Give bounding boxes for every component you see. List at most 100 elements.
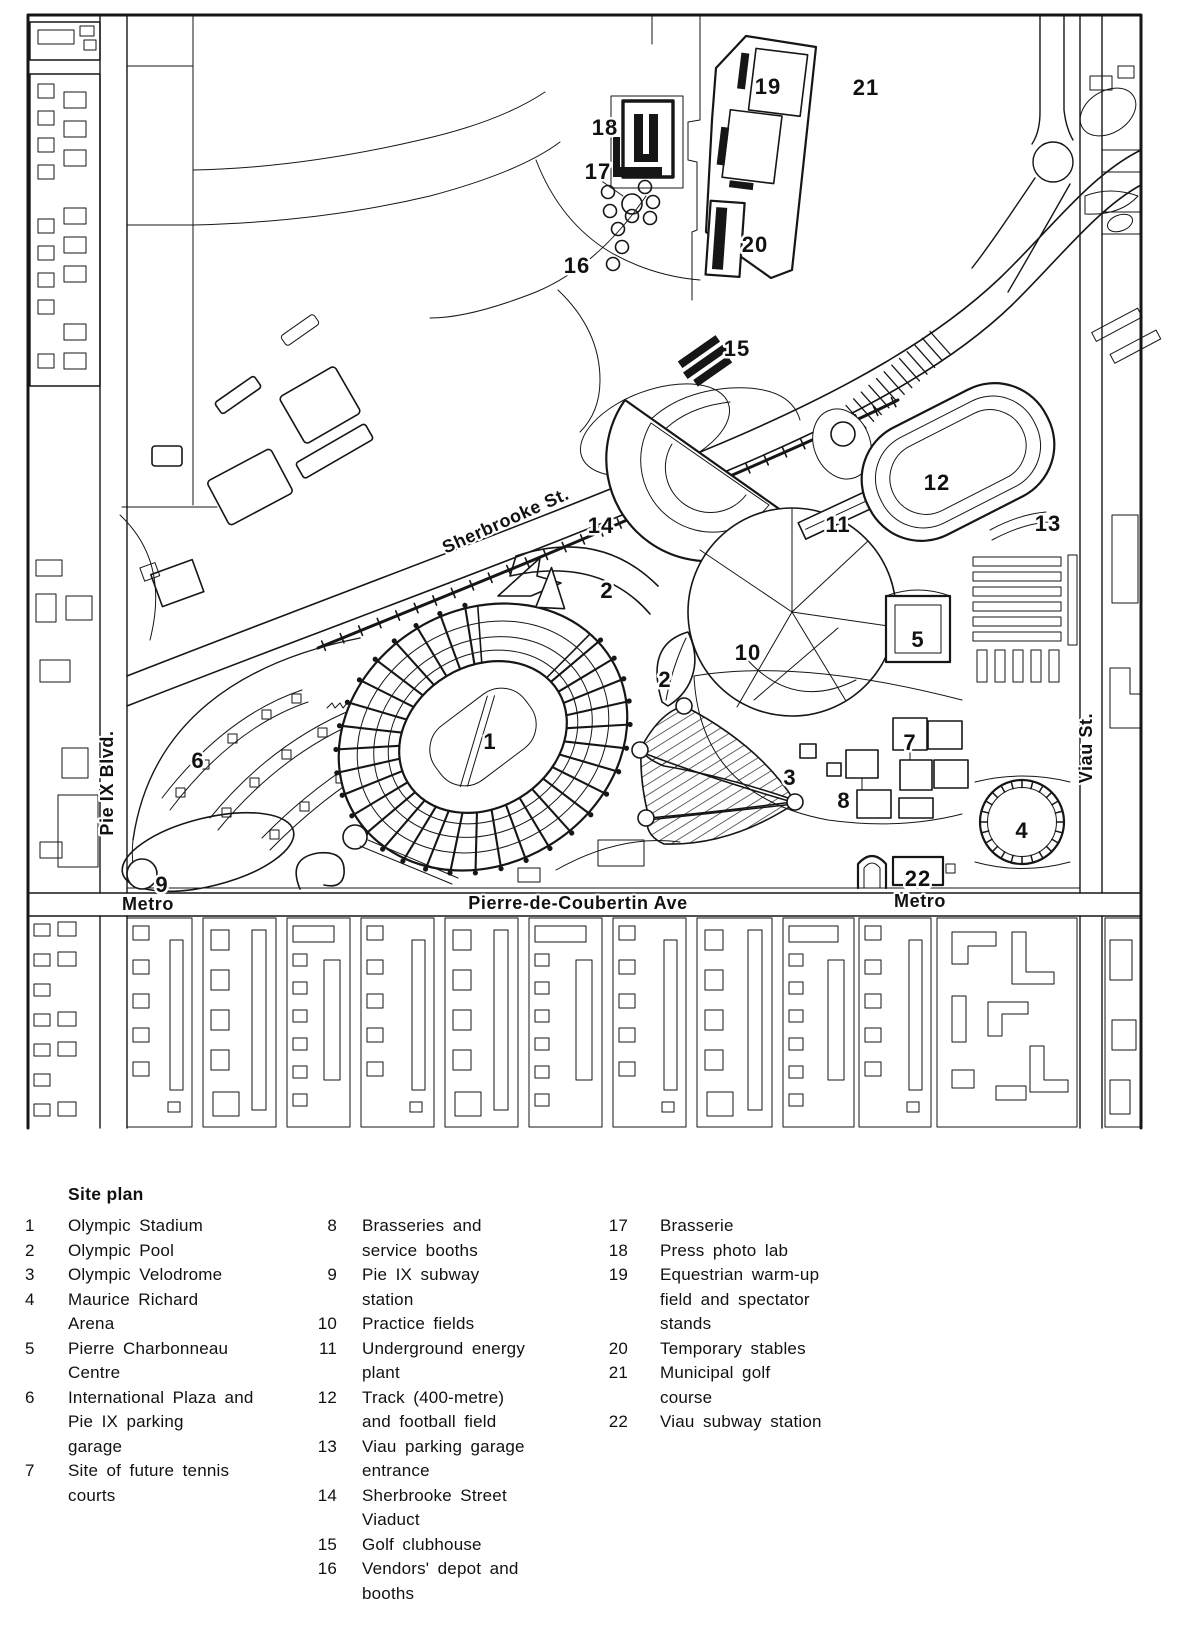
map-marker-9: 9 — [155, 872, 168, 897]
parking-area — [972, 511, 1078, 683]
legend-item-text: Brasseries and service booths — [362, 1216, 482, 1260]
legend-item-15: 15 Golf clubhouse — [295, 1533, 525, 1558]
legend-item-text: Press photo lab — [660, 1240, 789, 1260]
map-marker-16: 16 — [564, 253, 590, 278]
map-marker-14: 14 — [588, 513, 614, 538]
maurice-richard-arena — [978, 778, 1066, 866]
legend-item-text: Viau parking garage entrance — [362, 1436, 525, 1481]
street-label-metro-west: Metro — [122, 894, 174, 914]
legend-item-11: 11 Underground energy plant — [295, 1337, 525, 1386]
map-marker-12: 12 — [924, 470, 950, 495]
legend-item-text: Golf clubhouse — [362, 1534, 482, 1554]
left-city-blocks — [29, 21, 101, 1117]
legend-item-number: 9 — [327, 1265, 337, 1284]
legend-item-text: Pie IX subway station — [362, 1265, 480, 1309]
legend-item-4: 4 Maurice Richard Arena — [25, 1288, 254, 1337]
legend-item-text: Equestrian warm-up field and spectator s… — [660, 1265, 820, 1333]
legend-item-text: Underground energy plant — [362, 1338, 526, 1383]
legend-item-number: 4 — [25, 1289, 35, 1309]
legend-item-number: 3 — [25, 1265, 35, 1284]
legend-item-text: Sherbrooke Street Viaduct — [362, 1485, 507, 1530]
map-marker-2: 2 — [658, 667, 671, 692]
map-marker-11: 11 — [825, 512, 850, 537]
legend-item-text: Brasserie — [660, 1216, 734, 1235]
legend-item-number: 5 — [25, 1338, 35, 1358]
practice-fields — [687, 507, 897, 717]
legend-title: Site plan — [68, 1184, 144, 1204]
legend-item-text: Track (400-metre) and football field — [362, 1387, 505, 1432]
brasserie-17-circles — [592, 174, 661, 272]
legend-item-number: 22 — [608, 1412, 628, 1431]
stadium-mast — [534, 566, 566, 610]
legend-item-number: 20 — [608, 1338, 628, 1358]
map-marker-19: 19 — [755, 74, 781, 99]
street-label-viau-st: Viau St. — [1076, 713, 1096, 784]
track-field — [812, 382, 1056, 542]
plaza-tree-circle — [342, 824, 368, 850]
legend-item-9: 9 Pie IX subway station — [295, 1263, 525, 1312]
wide-block-buildings — [936, 917, 1078, 1128]
south-city-blocks — [126, 917, 1142, 1128]
city-streets — [27, 14, 1142, 1129]
equestrian-area — [429, 15, 818, 319]
site-plan-map: 122345678910111213141516171819202122Sher… — [26, 13, 1162, 1130]
map-marker-18: 18 — [592, 115, 618, 140]
legend-item-text: International Plaza and Pie IX parking g… — [68, 1387, 254, 1456]
legend-item-text: Maurice Richard Arena — [68, 1289, 199, 1334]
map-marker-22: 22 — [905, 866, 931, 891]
legend-item-number: 17 — [608, 1216, 628, 1235]
legend-item-17: 17 Brasserie — [586, 1214, 822, 1239]
legend-item-text: Olympic Pool — [68, 1240, 175, 1260]
pie-ix-metro-entrance — [126, 858, 158, 890]
legend-item-number: 21 — [608, 1363, 628, 1382]
map-marker-5: 5 — [911, 627, 924, 652]
charbonneau-centre — [884, 589, 952, 664]
legend-item-number: 18 — [608, 1240, 628, 1260]
map-marker-6: 6 — [191, 748, 204, 773]
legend-item-text: Olympic Stadium — [68, 1216, 203, 1235]
map-marker-15: 15 — [724, 336, 750, 361]
map-marker-13: 13 — [1035, 511, 1061, 536]
legend-item-number: 6 — [25, 1387, 35, 1407]
legend-item-number: 13 — [317, 1436, 337, 1456]
map-marker-20: 20 — [742, 232, 768, 257]
avenue-structures — [126, 775, 1081, 890]
viau-subway-box-22 — [891, 855, 945, 887]
map-marker-7: 7 — [903, 730, 916, 755]
arena-ticks — [979, 779, 1065, 865]
sherbrooke-road — [126, 149, 1142, 707]
press-photo-lab-18 — [610, 95, 684, 189]
legend-item-18: 18 Press photo lab — [586, 1239, 822, 1264]
legend-item-number: 16 — [317, 1559, 337, 1578]
map-marker-3: 3 — [783, 765, 796, 790]
stadium-ribs — [333, 602, 633, 876]
legend-item-text: Olympic Velodrome — [68, 1265, 223, 1284]
legend-item-number: 12 — [317, 1387, 337, 1407]
viaduct-ticks — [320, 396, 897, 652]
legend-item-3: 3 Olympic Velodrome — [25, 1263, 254, 1288]
legend-item-number: 10 — [317, 1314, 337, 1333]
map-marker-8: 8 — [837, 788, 850, 813]
legend-item-number: 11 — [318, 1338, 337, 1358]
right-stub-block — [1104, 917, 1142, 1128]
building-footprints — [33, 83, 87, 1117]
legend-item-number: 15 — [317, 1534, 337, 1554]
street-label-sherbrooke: Sherbrooke St. — [439, 484, 572, 558]
legend-item-text: Site of future tennis courts — [68, 1461, 230, 1505]
tennis-brasseries — [693, 670, 969, 825]
map-frame — [26, 13, 1143, 1130]
viau-metro-arch — [856, 854, 888, 890]
map-marker-1: 1 — [483, 729, 496, 754]
legend-item-12: 12 Track (400-metre) and football field — [295, 1386, 525, 1435]
